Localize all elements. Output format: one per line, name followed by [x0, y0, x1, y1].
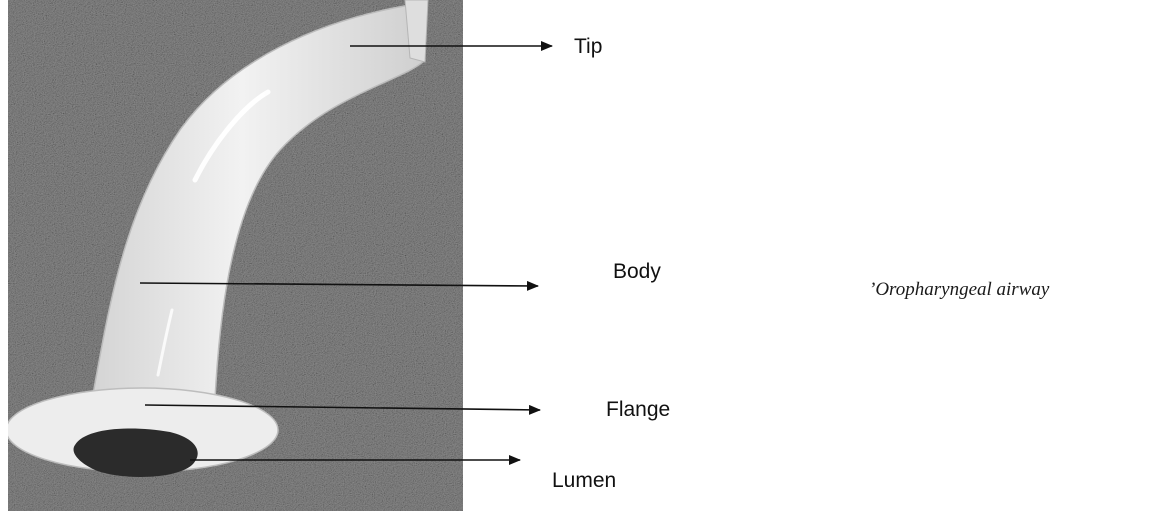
- airway-photograph: [6, 0, 463, 511]
- body-label: Body: [613, 260, 661, 283]
- lumen-label: Lumen: [552, 469, 616, 492]
- tip-label: Tip: [574, 35, 602, 58]
- figure-caption: ’Oropharyngeal airway: [869, 279, 1050, 300]
- flange-label: Flange: [606, 398, 670, 421]
